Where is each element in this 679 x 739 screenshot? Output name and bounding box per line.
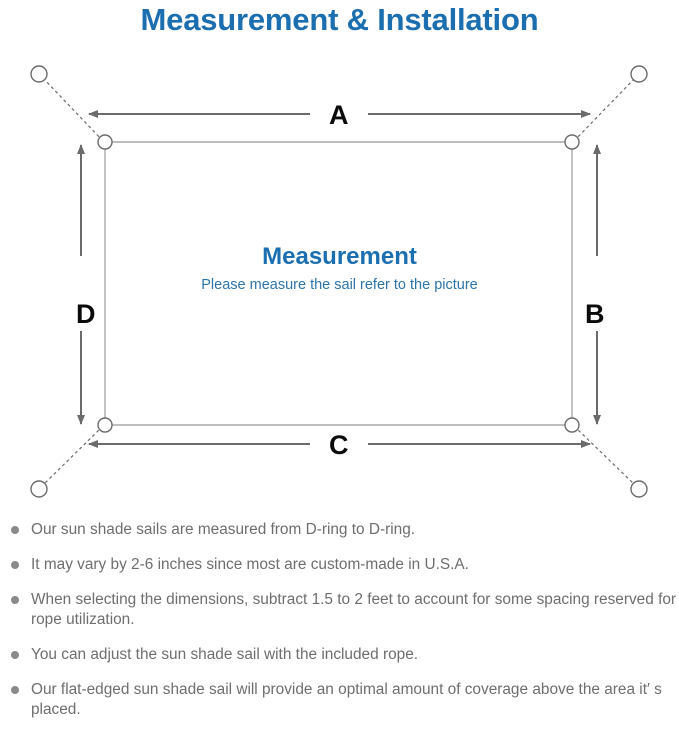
- diagram-svg: [30, 65, 648, 498]
- bullet-icon: [11, 561, 19, 569]
- list-item: When selecting the dimensions, subtract …: [0, 590, 679, 630]
- dimension-label-d: D: [69, 298, 103, 331]
- rope-bottom-right: [573, 425, 637, 487]
- sail-rectangle: [104, 141, 573, 426]
- note-text: Our flat-edged sun shade sail will provi…: [31, 681, 662, 718]
- bullet-icon: [11, 526, 19, 534]
- note-text: Our sun shade sails are measured from D-…: [31, 521, 416, 538]
- anchor-bottom-right: [630, 480, 648, 498]
- rope-lines-group: [41, 76, 637, 487]
- list-item: It may vary by 2-6 inches since most are…: [0, 555, 679, 575]
- dimension-label-a: A: [322, 99, 356, 132]
- note-text: When selecting the dimensions, subtract …: [31, 591, 677, 628]
- list-item: You can adjust the sun shade sail with t…: [0, 645, 679, 665]
- bullet-icon: [11, 686, 19, 694]
- d-ring-bottom-left: [97, 417, 113, 433]
- d-ring-bottom-right: [564, 417, 580, 433]
- rope-bottom-left: [41, 425, 104, 487]
- dimension-label-b: B: [578, 298, 612, 331]
- anchor-top-right: [630, 65, 648, 83]
- list-item: Our sun shade sails are measured from D-…: [0, 520, 679, 540]
- notes-list: Our sun shade sails are measured from D-…: [0, 520, 679, 735]
- d-rings-group: [97, 134, 580, 433]
- d-ring-top-left: [97, 134, 113, 150]
- bullet-icon: [11, 651, 19, 659]
- dimension-label-c: C: [322, 429, 356, 462]
- page-title: Measurement & Installation: [140, 2, 539, 37]
- bullet-icon: [11, 596, 19, 604]
- list-item: Our flat-edged sun shade sail will provi…: [0, 680, 679, 720]
- anchor-points-group: [30, 65, 648, 498]
- rope-top-left: [41, 76, 104, 142]
- note-text: It may vary by 2-6 inches since most are…: [31, 556, 469, 573]
- anchor-bottom-left: [30, 480, 48, 498]
- sail-outline-group: [104, 141, 573, 426]
- note-text: You can adjust the sun shade sail with t…: [31, 646, 419, 663]
- rope-top-right: [573, 76, 637, 142]
- anchor-top-left: [30, 65, 48, 83]
- dimension-arrows-group: [77, 110, 601, 448]
- d-ring-top-right: [564, 134, 580, 150]
- measurement-diagram: A B C D Measurement Please measure the s…: [0, 44, 679, 514]
